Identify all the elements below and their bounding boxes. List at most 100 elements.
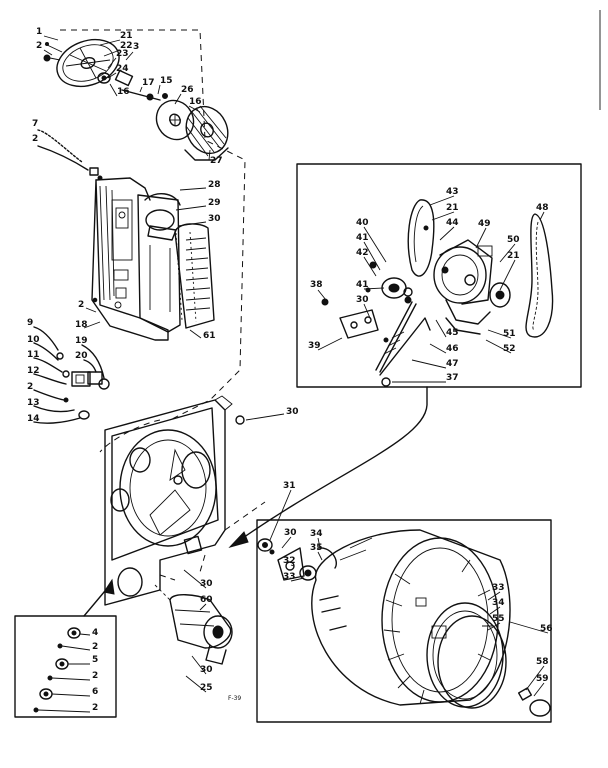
callout-21: 21 [120, 31, 133, 41]
screw [43, 54, 51, 62]
callout-30: 30 [356, 295, 369, 305]
callout-26: 26 [181, 85, 194, 95]
blower-duct-cover [137, 193, 181, 333]
small-parts [33, 627, 81, 713]
drive-pulley [56, 38, 120, 88]
idler-arm [339, 296, 431, 387]
callout-24: 24 [116, 64, 129, 74]
callout-21: 21 [446, 203, 459, 213]
figure-code: F-39 [228, 695, 241, 702]
callout-16: 16 [117, 87, 130, 97]
callout-9: 9 [27, 318, 33, 328]
callout-60: 60 [200, 595, 213, 605]
lint-screen [174, 223, 215, 329]
callout-2: 2 [92, 703, 98, 713]
callout-34: 34 [310, 529, 323, 539]
callout-46: 46 [446, 344, 459, 354]
drive-motor [433, 239, 511, 335]
callout-30: 30 [200, 665, 213, 675]
callout-20: 20 [75, 351, 88, 361]
small-parts-inset-frame [14, 615, 117, 718]
callout-5: 5 [92, 655, 98, 665]
bulkhead-dashed-outline [99, 419, 161, 453]
callout-21: 21 [507, 251, 520, 261]
callout-3: 3 [133, 42, 139, 52]
callout-30: 30 [286, 407, 299, 417]
callout-44: 44 [446, 218, 459, 228]
callout-25: 25 [200, 683, 213, 693]
door-switch-parts [33, 326, 110, 424]
callout-49: 49 [478, 219, 491, 229]
callout-2: 2 [27, 382, 33, 392]
callout-15: 15 [160, 76, 173, 86]
callout-11: 11 [27, 350, 40, 360]
screw [235, 415, 245, 425]
callout-2: 2 [92, 642, 98, 652]
callout-52: 52 [503, 344, 516, 354]
callout-27: 27 [210, 156, 223, 166]
callout-41: 41 [356, 233, 369, 243]
clip [89, 167, 99, 176]
idler-belt-loop [407, 199, 435, 277]
callout-23: 23 [116, 49, 129, 59]
callout-61: 61 [203, 331, 216, 341]
callout-38: 38 [310, 280, 323, 290]
callout-37: 37 [446, 373, 459, 383]
callout-34: 34 [492, 598, 505, 608]
callout-14: 14 [27, 414, 40, 424]
callout-4: 4 [92, 628, 98, 638]
callout-13: 13 [27, 398, 40, 408]
callout-2: 2 [92, 671, 98, 681]
motor-assembly-inset-frame [296, 163, 582, 388]
callout-58: 58 [536, 657, 549, 667]
callout-47: 47 [446, 359, 459, 369]
callout-35: 35 [310, 543, 323, 553]
callout-50: 50 [507, 235, 520, 245]
callout-2: 2 [78, 300, 84, 310]
callout-17: 17 [142, 78, 155, 88]
callout-18: 18 [75, 320, 88, 330]
callout-43: 43 [446, 187, 459, 197]
callout-28: 28 [208, 180, 221, 190]
callout-42: 42 [356, 248, 369, 258]
drum-bearing-parts [257, 538, 337, 581]
callout-39: 39 [308, 341, 321, 351]
blower-impeller [184, 105, 229, 161]
callout-22: 22 [120, 41, 133, 51]
callout-30: 30 [284, 528, 297, 538]
callout-31: 31 [283, 481, 296, 491]
callout-40: 40 [356, 218, 369, 228]
callout-55: 55 [492, 614, 505, 624]
drum-glide-parts [517, 687, 551, 717]
callout-51: 51 [503, 329, 516, 339]
callout-29: 29 [208, 198, 221, 208]
blower-shaft-parts [97, 69, 168, 101]
blower-housing-duct [91, 177, 169, 341]
drive-belt [525, 213, 554, 338]
inset-callout-arrow [239, 386, 428, 541]
callout-2: 2 [32, 134, 38, 144]
exhaust-duct-capacitor [169, 594, 233, 665]
callout-59: 59 [536, 674, 549, 684]
callout-41: 41 [356, 280, 369, 290]
pulley-idler [381, 277, 413, 299]
tumbler-drum [311, 529, 511, 709]
callout-45: 45 [446, 328, 459, 338]
callout-30: 30 [200, 579, 213, 589]
callout-1: 1 [36, 27, 42, 37]
callout-48: 48 [536, 203, 549, 213]
callout-56: 56 [540, 624, 553, 634]
callout-10: 10 [27, 335, 40, 345]
callout-30: 30 [208, 214, 221, 224]
callout-32: 32 [283, 556, 296, 566]
callout-7: 7 [32, 119, 38, 129]
callout-2: 2 [36, 41, 42, 51]
rear-bulkhead [104, 395, 233, 606]
callout-6: 6 [92, 687, 98, 697]
drum-assembly-inset-frame [256, 519, 552, 723]
blower-wheel [155, 99, 195, 141]
callout-12: 12 [27, 366, 40, 376]
